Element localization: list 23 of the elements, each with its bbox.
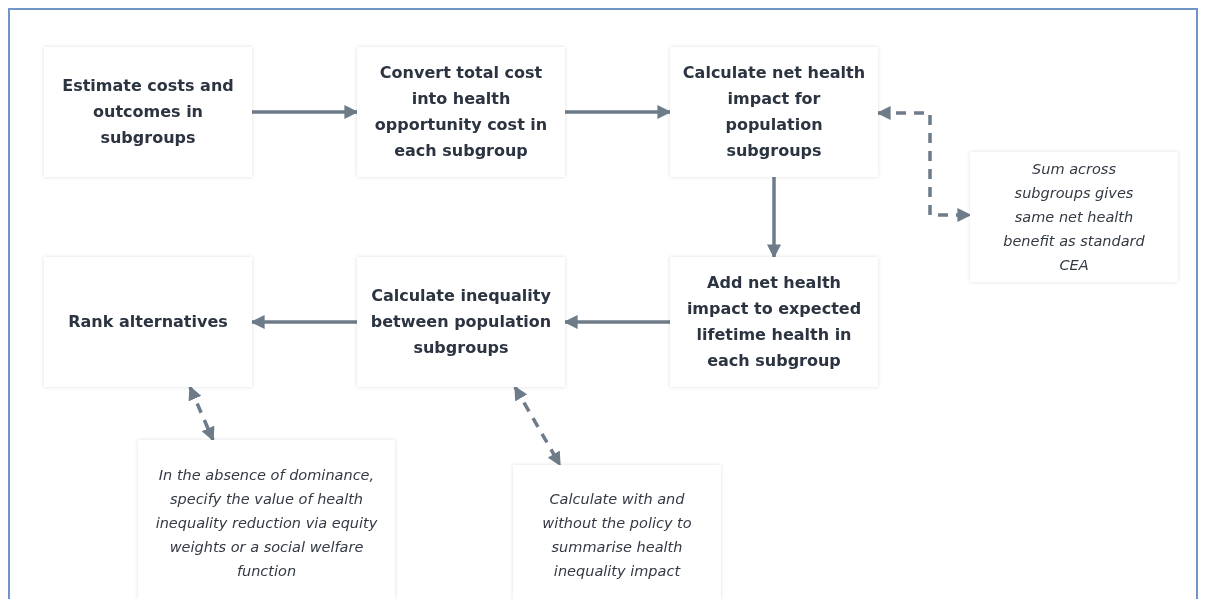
step-label: Rank alternatives: [68, 311, 228, 333]
process-box: [670, 257, 878, 387]
note-text: In the absence of dominance, specify the value of health inequality reduction via equity weights or a social welfare function: [154, 465, 379, 581]
step-label: Calculate inequality between population subgroups: [369, 285, 553, 359]
arrow: [767, 177, 781, 259]
note-card: [970, 152, 1178, 282]
note-text: Calculate with and without the policy to summarise health inequality impact: [541, 490, 693, 581]
note-card: [138, 440, 395, 599]
arrow: [513, 385, 562, 467]
arrow: [565, 105, 672, 119]
arrow: [188, 385, 215, 442]
step-label: Add net health impact to expected lifetime health in each subgroup: [685, 272, 863, 372]
process-box: [357, 47, 565, 177]
step-label: Convert total cost into health opportunity cost in each subgroup: [373, 62, 549, 162]
arrow: [252, 105, 359, 119]
process-box: [44, 257, 252, 387]
process-box: [670, 47, 878, 177]
process-box: [357, 257, 565, 387]
note-text: Sum across subgroups gives same net health benefit as standard CEA: [1002, 160, 1146, 275]
process-box: [44, 47, 252, 177]
note-card: [513, 465, 721, 599]
step-label: Calculate net health impact for population subgroups: [681, 62, 867, 162]
step-label: Estimate costs and outcomes in subgroups: [61, 75, 235, 149]
